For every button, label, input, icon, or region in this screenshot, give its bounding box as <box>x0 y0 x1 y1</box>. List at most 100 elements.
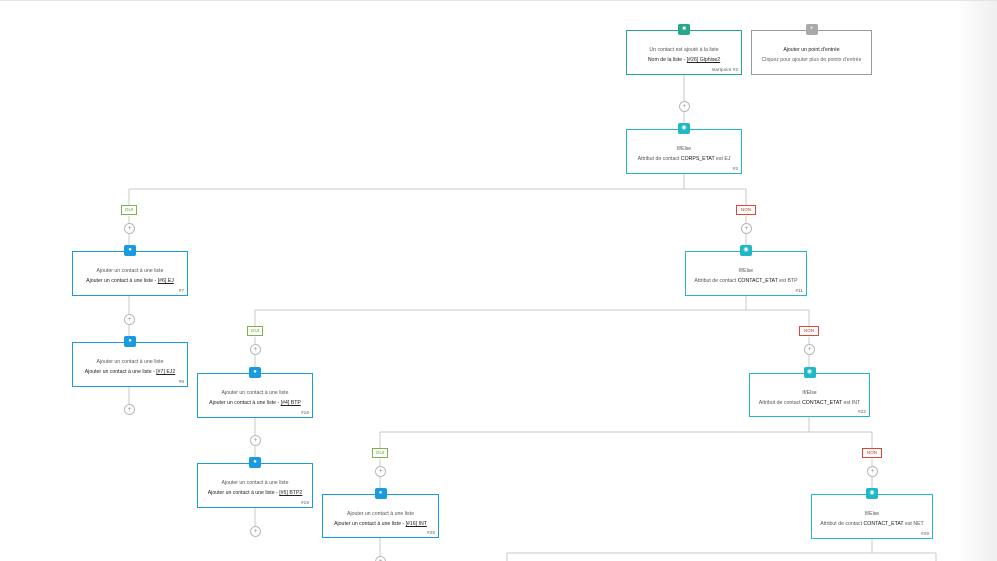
add-step-button[interactable]: + <box>867 466 878 477</box>
yes-branch-label: OUI <box>247 326 263 336</box>
eye-icon: ◉ <box>866 488 878 499</box>
action-number: #7 <box>178 289 184 294</box>
yes-branch-label: OUI <box>372 448 388 458</box>
action-detail: Ajouter un contact à une liste - [#6] EJ <box>73 278 187 285</box>
condition-number: #29 <box>920 532 929 537</box>
add-step-button[interactable]: + <box>250 344 261 355</box>
action-node-16[interactable]: ● Ajouter un contact à une liste Ajouter… <box>197 367 313 418</box>
rule-prefix: Attribut de contact <box>758 400 803 406</box>
rule-field: CONTACT_ETAT <box>863 521 904 527</box>
yes-branch-label: OUI <box>121 205 137 215</box>
action-detail: Ajouter un contact à une liste - [#7] EJ… <box>73 369 187 376</box>
trigger-detail: Nom de la liste - [#26] Glphise2 <box>627 57 741 64</box>
action-number: #19 <box>300 501 309 506</box>
user-add-icon: ● <box>124 336 136 347</box>
no-branch-label: NON <box>736 205 756 215</box>
rule-field: CORPS_ETAT <box>680 156 715 162</box>
user-add-icon: ● <box>124 245 136 256</box>
action-detail: Ajouter un contact à une liste - [#4] BT… <box>198 400 312 407</box>
condition-number: #22 <box>857 410 866 415</box>
action-detail: Ajouter un contact à une liste - [#16] I… <box>323 521 438 528</box>
action-prefix: Ajouter un contact à une liste - <box>207 490 280 496</box>
condition-rule: Attribut de contact CORPS_ETAT est EJ <box>627 156 741 163</box>
rule-value: est INT <box>842 400 861 406</box>
condition-node-22[interactable]: ◉ If/Else Attribut de contact CONTACT_ET… <box>749 367 870 417</box>
action-prefix: Ajouter un contact à une liste - <box>334 521 406 527</box>
condition-node-29[interactable]: ◉ If/Else Attribut de contact CONTACT_ET… <box>811 488 933 539</box>
action-node-7[interactable]: ● Ajouter un contact à une liste Ajouter… <box>72 245 188 296</box>
rule-prefix: Attribut de contact <box>694 278 738 284</box>
add-step-button[interactable]: + <box>124 404 135 415</box>
add-step-button[interactable]: + <box>375 466 386 477</box>
eye-icon: ◉ <box>678 123 690 134</box>
condition-title: If/Else <box>802 390 817 396</box>
add-step-button[interactable]: + <box>804 344 815 355</box>
eye-icon: ◉ <box>740 245 752 256</box>
user-add-icon: ● <box>249 367 261 378</box>
action-list-link[interactable]: [#16] INT <box>405 521 427 527</box>
trigger-list-link[interactable]: [#26] Glphise2 <box>686 57 721 63</box>
add-step-button[interactable]: + <box>250 526 261 537</box>
add-entry-point-node[interactable]: + Ajouter un point d'entrée Cliquez pour… <box>751 24 872 75</box>
canvas-edge-shadow <box>957 0 997 561</box>
rule-field: CONTACT_ETAT <box>737 278 778 284</box>
add-step-button[interactable]: + <box>124 223 135 234</box>
add-step-button[interactable]: + <box>250 435 261 446</box>
rule-value: est NET <box>903 521 924 527</box>
entry-subtitle: Cliquez pour ajouter plus de points d'en… <box>761 57 862 63</box>
trigger-title: Un contact est ajouté à la liste <box>649 47 719 53</box>
condition-title: If/Else <box>738 268 754 274</box>
eye-icon: ◉ <box>803 367 816 378</box>
action-title: Ajouter un contact à une liste <box>347 511 414 517</box>
action-list-link[interactable]: [#5] BTP2 <box>279 490 303 496</box>
action-list-link[interactable]: [#6] EJ <box>157 278 174 284</box>
rule-value: est EJ <box>714 156 731 162</box>
action-node-8[interactable]: ● Ajouter un contact à une liste Ajouter… <box>72 336 188 387</box>
condition-rule: Attribut de contact CONTACT_ETAT est NET <box>812 521 932 528</box>
condition-rule: Attribut de contact CONTACT_ETAT est INT <box>750 400 869 407</box>
no-branch-label: NON <box>862 448 882 458</box>
condition-title: If/Else <box>676 146 692 152</box>
action-prefix: Ajouter un contact à une liste - <box>84 369 157 375</box>
action-title: Ajouter un contact à une liste <box>96 359 164 365</box>
action-prefix: Ajouter un contact à une liste - <box>86 278 158 284</box>
action-list-link[interactable]: [#4] BTP <box>280 400 301 406</box>
action-prefix: Ajouter un contact à une liste - <box>209 400 281 406</box>
action-node-19[interactable]: ● Ajouter un contact à une liste Ajouter… <box>197 457 313 508</box>
user-add-icon: ● <box>374 488 387 499</box>
add-step-button[interactable]: + <box>679 101 690 112</box>
action-node-25[interactable]: ● Ajouter un contact à une liste Ajouter… <box>322 488 439 538</box>
top-divider <box>0 0 997 1</box>
action-list-link[interactable]: [#7] EJ2 <box>156 369 176 375</box>
add-step-button[interactable]: + <box>741 223 752 234</box>
condition-title: If/Else <box>864 511 880 517</box>
action-number: #8 <box>178 380 184 385</box>
action-title: Ajouter un contact à une liste <box>96 268 164 274</box>
add-step-button[interactable]: + <box>124 314 135 325</box>
add-step-button[interactable]: + <box>375 556 386 561</box>
action-title: Ajouter un contact à une liste <box>221 480 289 486</box>
condition-rule: Attribut de contact CONTACT_ETAT est BTP <box>686 278 806 285</box>
condition-node-11[interactable]: ◉ If/Else Attribut de contact CONTACT_ET… <box>685 245 807 296</box>
condition-number: #3 <box>732 167 738 172</box>
plus-icon: + <box>805 24 818 35</box>
entry-title: Ajouter un point d'entrée <box>783 47 840 53</box>
condition-number: #11 <box>795 289 803 294</box>
no-branch-label: NON <box>799 326 819 336</box>
action-detail: Ajouter un contact à une liste - [#5] BT… <box>198 490 312 497</box>
trigger-node[interactable]: ■ Un contact est ajouté à la liste Nom d… <box>626 24 742 75</box>
rule-value: est BTP <box>777 278 798 284</box>
rule-field: CONTACT_ETAT <box>802 400 843 406</box>
user-add-icon: ● <box>249 457 261 468</box>
action-number: #25 <box>426 531 435 536</box>
action-number: #16 <box>300 411 309 416</box>
rule-prefix: Attribut de contact <box>637 156 681 162</box>
trigger-prefix: Nom de la liste - <box>647 57 687 63</box>
rule-prefix: Attribut de contact <box>820 521 864 527</box>
action-title: Ajouter un contact à une liste <box>221 390 289 396</box>
trigger-number: startpoint #2 <box>711 68 738 73</box>
condition-node-3[interactable]: ◉ If/Else Attribut de contact CORPS_ETAT… <box>626 123 742 174</box>
folder-icon: ■ <box>678 24 690 35</box>
